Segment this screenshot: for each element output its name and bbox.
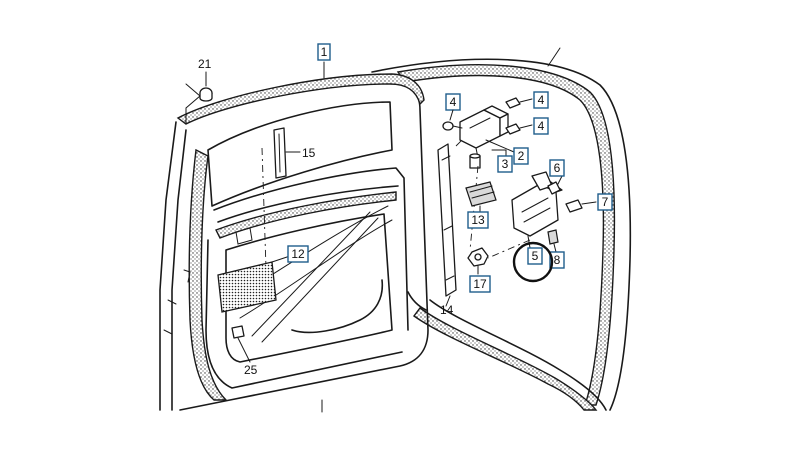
svg-text:3: 3: [502, 157, 509, 171]
part-15-strip: [261, 127, 301, 269]
part-25-clip: [231, 325, 251, 363]
highlight-circle-part-5: [512, 241, 554, 283]
svg-text:4: 4: [538, 93, 545, 107]
part-17-nut: [467, 247, 489, 275]
lower-hinge-assembly: [487, 171, 597, 259]
part-13-rubber-block: [465, 181, 497, 213]
callout-4-top-left: 4: [445, 93, 461, 121]
callout-2: 2: [513, 147, 529, 165]
upper-hinge-assembly: [442, 97, 533, 251]
callout-4-top-right: 4: [533, 91, 549, 109]
svg-text:8: 8: [554, 253, 561, 267]
callout-7: 7: [597, 193, 613, 211]
part-14-bracket: [437, 131, 471, 307]
svg-text:25: 25: [244, 363, 258, 377]
svg-text:21: 21: [198, 57, 212, 71]
callout-1: 1: [317, 43, 331, 61]
svg-text:13: 13: [471, 213, 485, 227]
callout-25: 25: [244, 363, 258, 377]
svg-text:4: 4: [450, 95, 457, 109]
svg-text:4: 4: [538, 119, 545, 133]
svg-text:17: 17: [473, 277, 487, 291]
door-shell: [159, 73, 429, 411]
svg-text:1: 1: [321, 45, 328, 59]
callout-4-middle: 4: [533, 117, 549, 135]
callout-21: 21: [198, 57, 212, 71]
callout-14: 14: [440, 303, 454, 317]
callout-5: 5: [527, 247, 543, 265]
part-21-plug: [185, 71, 213, 125]
body-door-opening: [371, 47, 632, 411]
callout-6: 6: [549, 159, 565, 177]
svg-text:2: 2: [518, 149, 525, 163]
callout-12: 12: [287, 245, 309, 263]
part-12-damping-pad: [217, 255, 291, 313]
svg-text:5: 5: [532, 249, 539, 263]
svg-text:14: 14: [440, 303, 454, 317]
svg-text:15: 15: [302, 146, 316, 160]
svg-text:12: 12: [291, 247, 305, 261]
callout-13: 13: [467, 211, 489, 229]
callout-17: 17: [469, 275, 491, 293]
callout-15: 15: [302, 146, 316, 160]
svg-text:7: 7: [602, 195, 609, 209]
svg-text:6: 6: [554, 161, 561, 175]
callout-3: 3: [497, 155, 513, 173]
callout-8: 8: [549, 251, 565, 269]
